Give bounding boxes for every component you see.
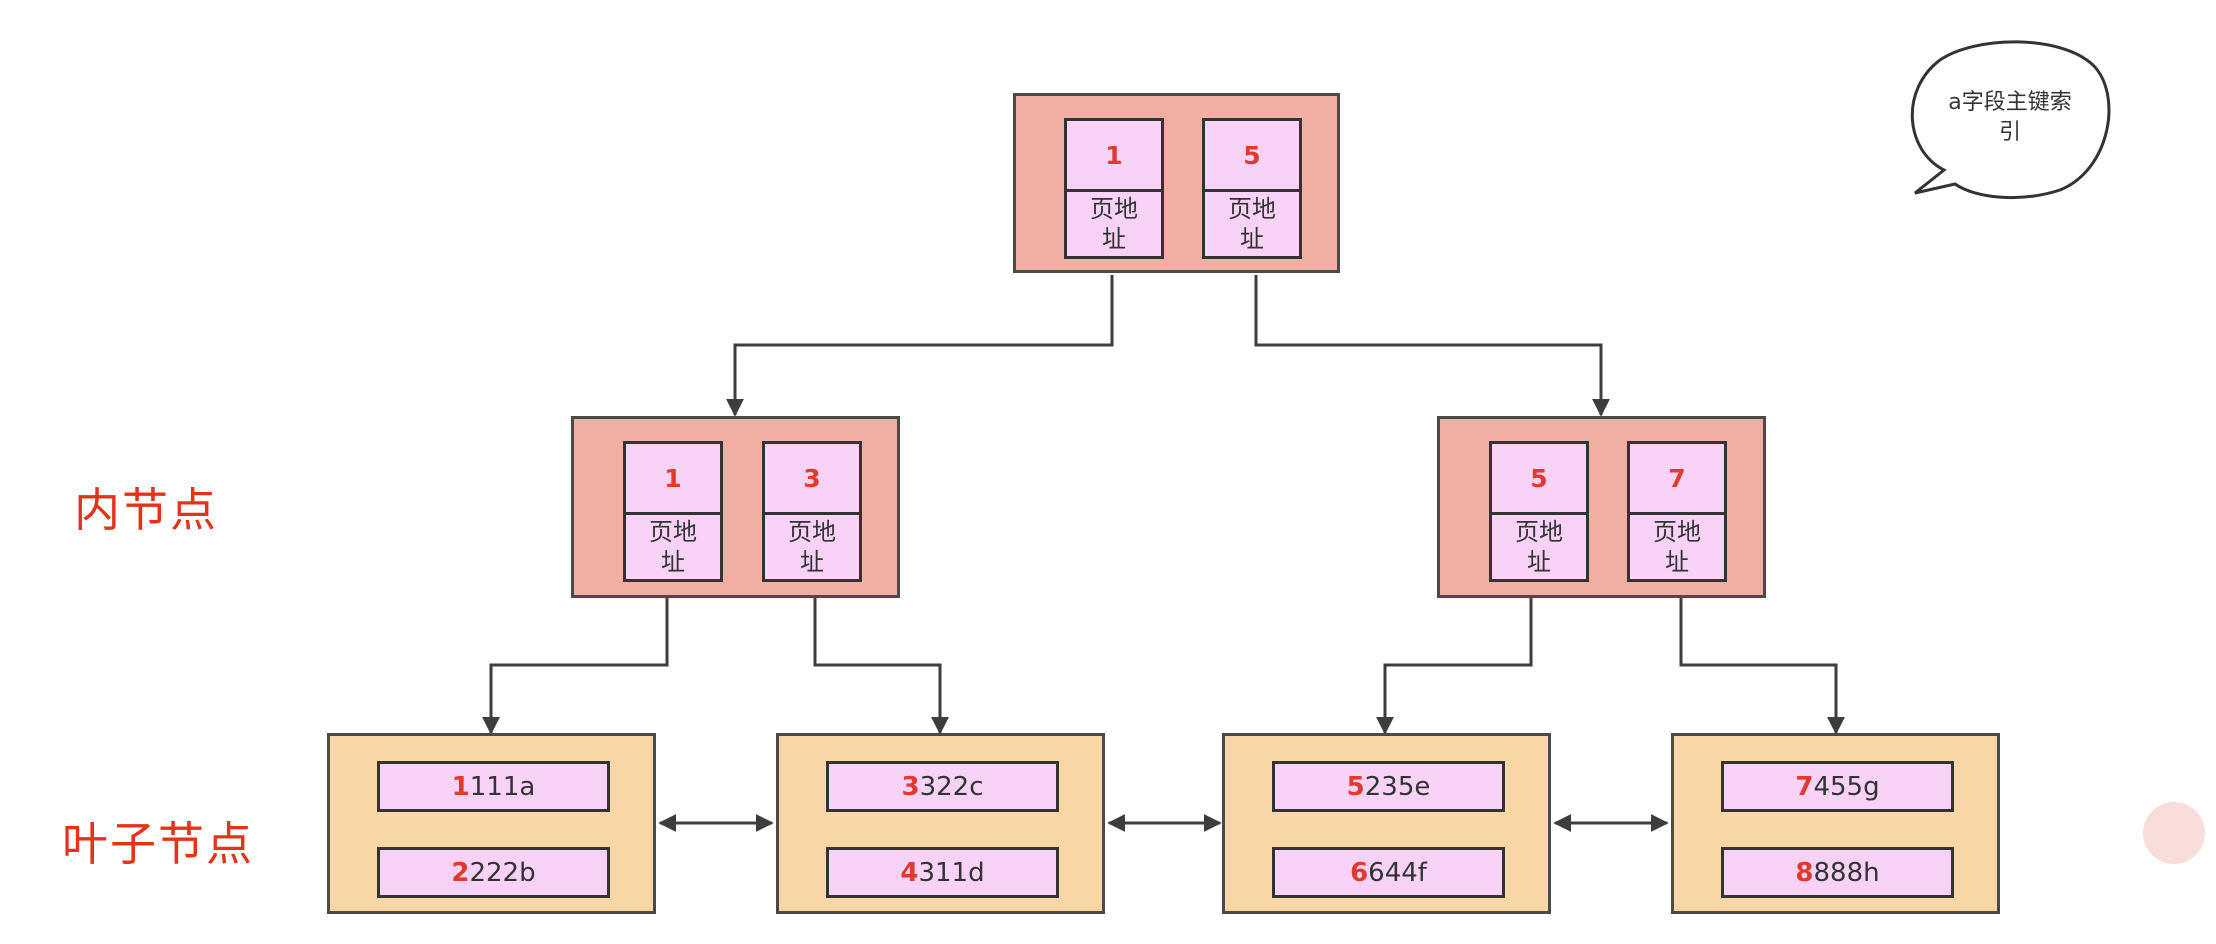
record-value: 322c [919,771,984,802]
cell-page-address: 页地址 [1515,518,1563,576]
cell-key: 5 [1492,444,1586,515]
root-cell-1[interactable]: 1 页地址 [1064,118,1164,259]
leaf-node-label: 叶子节点 [62,817,254,871]
inner2-to-leaf3-arrow [1376,598,1533,735]
inner2-to-leaf4-arrow [1679,598,1845,735]
root-to-inner-right-arrow [1254,275,1610,417]
cell-page-address: 页地址 [1228,195,1276,253]
inner-left-cell-1[interactable]: 1 页地址 [623,441,723,582]
cell-key: 1 [626,444,720,515]
inner-right-cell-1[interactable]: 5 页地址 [1489,441,1589,582]
bubble-text-line: 引 [1998,120,2021,145]
inner-node-right[interactable]: 5 页地址 7 页地址 [1437,416,1766,598]
cell-page-address: 页地址 [1090,195,1138,253]
root-cell-2[interactable]: 5 页地址 [1202,118,1302,259]
record-key: 5 [1346,771,1365,802]
cell-page-address: 页地址 [788,518,836,576]
record-key: 1 [451,771,470,802]
inner-node-left[interactable]: 1 页地址 3 页地址 [571,416,900,598]
bubble-text-line: a字段主键索 [1948,90,2072,115]
inner-right-cell-2[interactable]: 7 页地址 [1627,441,1727,582]
record-key: 8 [1795,857,1814,888]
cell-key: 5 [1205,121,1299,192]
cell-page-address: 页地址 [1653,518,1701,576]
cell-key: 1 [1067,121,1161,192]
cell-key: 7 [1630,444,1724,515]
inner-left-cell-2[interactable]: 3 页地址 [762,441,862,582]
record-value: 311d [918,857,985,888]
cell-key: 3 [765,444,859,515]
record-key: 4 [900,857,919,888]
record-key: 2 [451,857,470,888]
record-value: 888h [1813,857,1880,888]
record-value: 222b [469,857,536,888]
record-key: 6 [1350,857,1369,888]
speech-bubble-shape [1910,40,2111,199]
record-key: 3 [901,771,920,802]
inner1-to-leaf1-arrow [482,598,669,735]
record-key: 7 [1795,771,1814,802]
cell-page-address: 页地址 [649,518,697,576]
record-value: 235e [1364,771,1431,802]
record-value: 111a [469,771,536,802]
record-value: 455g [1813,771,1880,802]
inner-node-label: 内节点 [74,483,218,537]
root-to-inner-left-arrow [726,275,1114,417]
cursor-indicator [2143,802,2205,864]
inner1-to-leaf2-arrow [813,598,949,735]
bubble-text: a字段主键索 引 [1930,88,2090,148]
root-node[interactable]: 1 页地址 5 页地址 [1013,93,1340,273]
record-value: 644f [1368,857,1427,888]
